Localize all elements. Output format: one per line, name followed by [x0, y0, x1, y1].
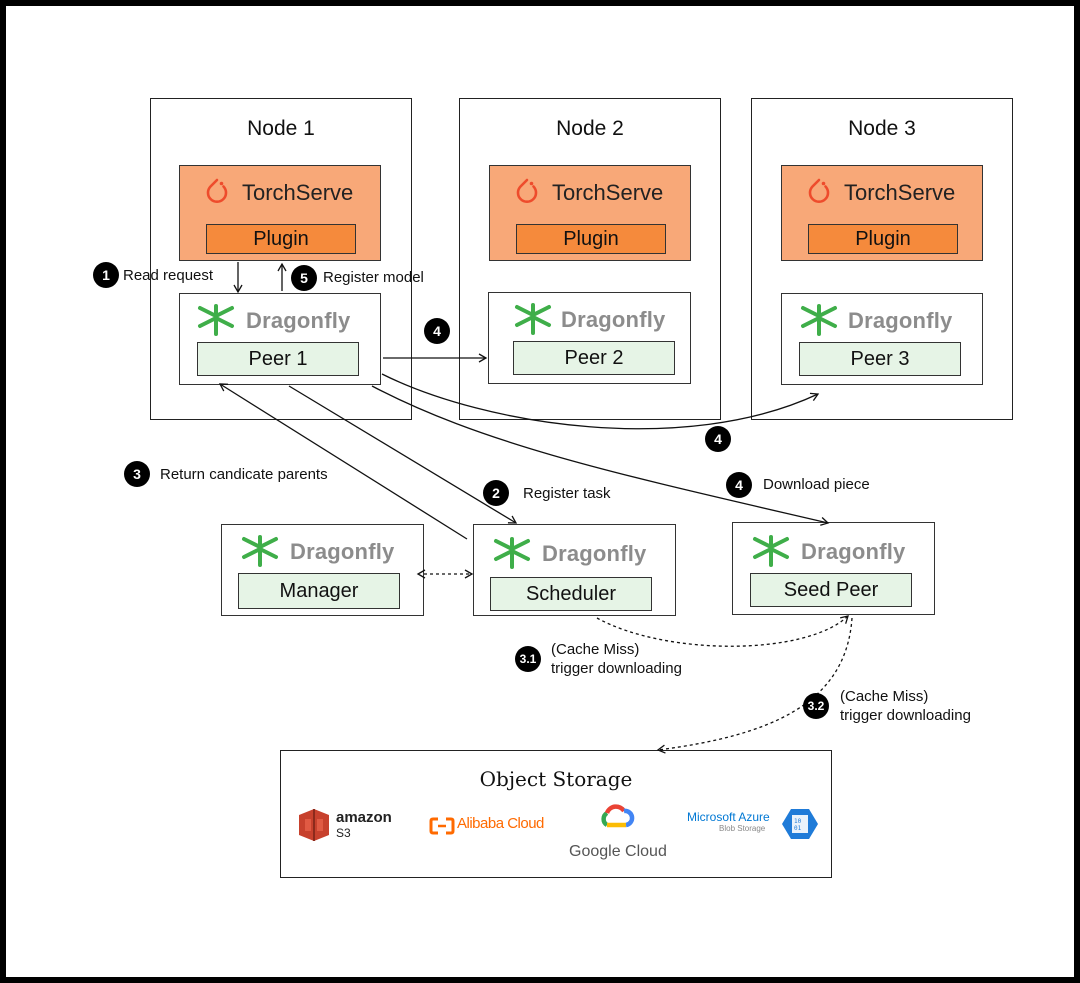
step-4-download-label: Download piece — [763, 476, 870, 493]
step-4-badge-download: 4 — [726, 472, 752, 498]
dragonfly-brand-label: Dragonfly — [246, 308, 351, 333]
step-3-2-label: (Cache Miss) trigger downloading — [840, 687, 971, 725]
torchserve-label: TorchServe — [844, 180, 956, 205]
alibaba-cloud-icon — [429, 817, 455, 835]
dragonfly-brand-label: Dragonfly — [542, 541, 647, 566]
torchserve-block-3: TorchServe Plugin — [781, 165, 983, 261]
arrow-cache-miss-3-1 — [596, 615, 849, 647]
dragonfly-brand-label: Dragonfly — [848, 308, 953, 333]
scheduler-box: Scheduler — [490, 577, 652, 611]
dragonfly-scheduler-block: Dragonfly Scheduler — [473, 524, 676, 616]
seed-peer-box: Seed Peer — [750, 573, 912, 607]
peer-box: Peer 3 — [799, 342, 961, 376]
object-storage-box: Object Storage amazon S3 Alibaba Cloud G… — [280, 750, 832, 878]
step-4-badge-peer3: 4 — [705, 426, 731, 452]
google-cloud-icon — [601, 804, 635, 828]
step-1-label: Read request — [123, 267, 214, 284]
google-cloud-label: Google Cloud — [569, 843, 667, 860]
plugin-box: Plugin — [206, 224, 356, 254]
peer-box: Peer 2 — [513, 341, 675, 375]
dragonfly-manager-block: Dragonfly Manager — [221, 524, 424, 616]
torchserve-block-1: TorchServe Plugin — [179, 165, 381, 261]
dragonfly-brand-label: Dragonfly — [801, 539, 906, 564]
torchserve-icon — [206, 178, 228, 203]
amazon-s3-label: S3 — [336, 826, 351, 840]
dragonfly-brand-label: Dragonfly — [290, 539, 395, 564]
torchserve-label: TorchServe — [242, 180, 354, 205]
dragonfly-logo-icon — [198, 304, 234, 336]
dragonfly-logo-icon — [515, 303, 551, 335]
step-3-2-line2: trigger downloading — [840, 707, 971, 724]
plugin-box: Plugin — [516, 224, 666, 254]
torchserve-block-2: TorchServe Plugin — [489, 165, 691, 261]
step-2-label: Register task — [523, 485, 611, 502]
plugin-box: Plugin — [808, 224, 958, 254]
dragonfly-peer-3-block: Dragonfly Peer 3 — [781, 293, 983, 385]
connector-arrows — [218, 262, 853, 754]
step-4-badge-peer2: 4 — [424, 318, 450, 344]
torchserve-icon — [808, 178, 830, 203]
step-5-label: Register model — [323, 269, 424, 286]
dragonfly-peer-1-block: Dragonfly Peer 1 — [179, 293, 381, 385]
object-storage-title: Object Storage — [479, 767, 633, 791]
manager-box: Manager — [238, 573, 400, 609]
dragonfly-logo-icon — [242, 535, 278, 567]
step-3-2-line1: (Cache Miss) — [840, 688, 929, 705]
step-3-1-line1: (Cache Miss) — [551, 641, 640, 658]
dragonfly-brand-label: Dragonfly — [561, 307, 666, 332]
step-1-badge: 1 — [93, 262, 119, 288]
node-title: Node 1 — [247, 117, 315, 140]
alibaba-cloud-label: Alibaba Cloud — [457, 815, 544, 832]
step-3-badge: 3 — [124, 461, 150, 487]
dragonfly-seed-peer-block: Dragonfly Seed Peer — [732, 522, 935, 615]
diagram-canvas: Node 1 Node 2 Node 3 TorchServe Plugin T… — [6, 6, 1074, 977]
step-3-2-badge: 3.2 — [803, 693, 829, 719]
torchserve-icon — [516, 178, 538, 203]
arrow-return-parents — [218, 383, 468, 540]
amazon-s3-icon — [299, 809, 329, 841]
azure-blob-icon: 10 01 — [782, 809, 818, 839]
arrow-download-piece — [371, 385, 830, 526]
svg-text:10: 10 — [794, 818, 802, 825]
dragonfly-logo-icon — [753, 535, 789, 567]
step-3-1-badge: 3.1 — [515, 646, 541, 672]
step-3-label: Return candicate parents — [160, 466, 328, 483]
step-3-1-line2: trigger downloading — [551, 660, 682, 677]
dragonfly-logo-icon — [801, 304, 837, 336]
dragonfly-logo-icon — [494, 537, 530, 569]
azure-label: Microsoft Azure — [687, 810, 770, 824]
node-title: Node 3 — [848, 117, 916, 140]
torchserve-label: TorchServe — [552, 180, 664, 205]
step-5-badge: 5 — [291, 265, 317, 291]
peer-box: Peer 1 — [197, 342, 359, 376]
svg-text:01: 01 — [794, 825, 802, 832]
arrow-register-task — [288, 385, 518, 524]
azure-blob-label: Blob Storage — [719, 824, 766, 833]
dragonfly-peer-2-block: Dragonfly Peer 2 — [488, 292, 691, 384]
step-3-1-label: (Cache Miss) trigger downloading — [551, 640, 682, 678]
step-2-badge: 2 — [483, 480, 509, 506]
arrow-cache-miss-3-2 — [656, 617, 853, 754]
amazon-label: amazon — [336, 809, 392, 826]
node-title: Node 2 — [556, 117, 624, 140]
arrow-peer1-to-peer3 — [381, 373, 820, 430]
